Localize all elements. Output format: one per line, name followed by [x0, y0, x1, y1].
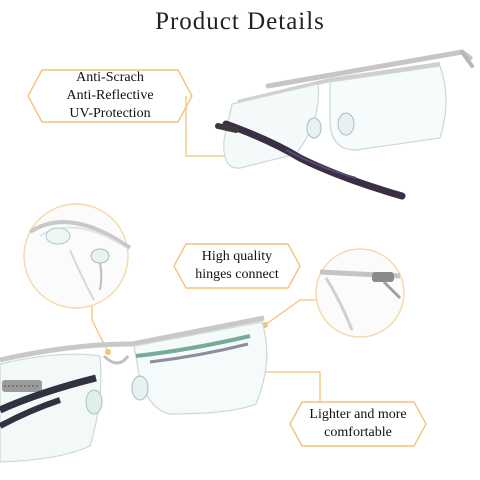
callout-weight-line-1: Lighter and more	[309, 407, 407, 422]
callout-coatings-line-2: Anti-Reflective	[66, 88, 154, 103]
callout-coatings-line-1: Anti-Scrach	[76, 70, 144, 85]
callout-hinges-line-1: High quality	[201, 249, 273, 264]
callout-hinges: High quality hinges connect	[186, 248, 288, 284]
callout-frame-weight	[289, 401, 427, 447]
connector-dot-nosepad	[105, 349, 111, 355]
callout-frame-hinges	[173, 243, 301, 289]
glasses-top	[215, 49, 474, 200]
detail-circle-nosepad	[23, 203, 132, 309]
callout-coatings: Anti-Scrach Anti-Reflective UV-Protectio…	[44, 69, 176, 123]
callout-frame-coatings	[27, 69, 193, 123]
callout-coatings-line-3: UV-Protection	[69, 106, 151, 121]
detail-circle-hinge	[315, 248, 405, 338]
glasses-bottom	[0, 315, 268, 463]
callout-weight-line-2: comfortable	[324, 425, 392, 440]
callout-hinges-line-2: hinges connect	[195, 267, 279, 282]
connector-nosepad	[91, 300, 109, 353]
page-title: Product Details	[155, 8, 325, 35]
connector-hinges	[264, 299, 322, 326]
callout-weight: Lighter and more comfortable	[302, 406, 414, 442]
